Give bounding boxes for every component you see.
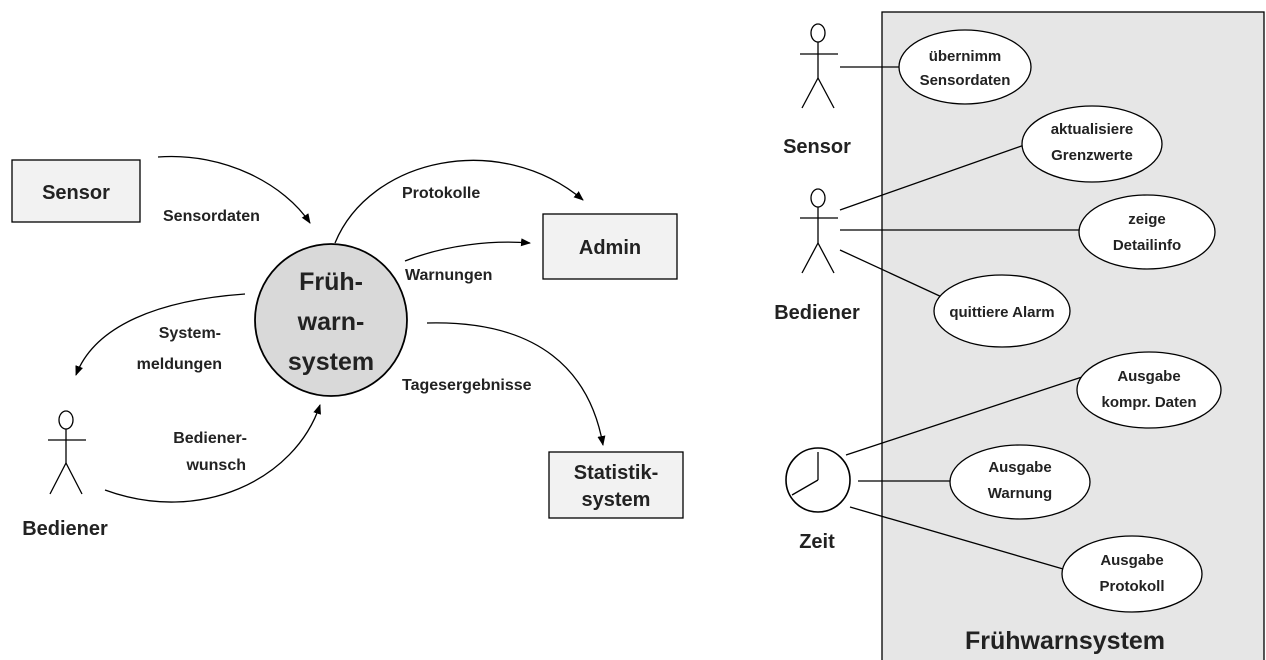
bediener-actor-right: Bediener [774, 188, 860, 324]
bediener-actor-left-label: Bediener [22, 518, 108, 540]
flow-warnungen-arrow [404, 238, 531, 262]
flow-protokolle-label: Protokolle [402, 185, 480, 202]
use-case-ausgabe-warnung: Ausgabe Warnung [949, 444, 1091, 520]
flow-bedienerwunsch-label-1: Bediener- [173, 430, 247, 447]
use-case-quittiere-label: quittiere Alarm [949, 304, 1054, 321]
system-process-label-3: system [288, 348, 374, 376]
use-case-quittiere: quittiere Alarm [933, 274, 1071, 348]
system-process-circle: Früh- warn- system [254, 243, 408, 397]
use-case-uebernimm-label-2: Sensordaten [920, 72, 1011, 89]
admin-entity: Admin [542, 213, 678, 280]
use-case-ausgabe-warnung-label-1: Ausgabe [988, 459, 1051, 476]
flow-tagesergebnisse-arrow [426, 322, 606, 446]
sensor-actor: Sensor [783, 23, 851, 158]
use-case-uebernimm: übernimm Sensordaten [898, 29, 1032, 105]
assoc-bediener-quittiere [839, 249, 945, 299]
admin-entity-label: Admin [579, 237, 641, 259]
use-case-ausgabe-kompr: Ausgabe kompr. Daten [1076, 351, 1222, 429]
use-case-zeige: zeige Detailinfo [1078, 194, 1216, 270]
use-case-aktualisiere-label-1: aktualisiere [1051, 121, 1134, 138]
zeit-actor: Zeit [785, 447, 851, 553]
assoc-zeit-ausgabe-kompr [845, 376, 1083, 456]
use-case-ausgabe-kompr-label-1: Ausgabe [1117, 368, 1180, 385]
use-case-zeige-label-1: zeige [1128, 211, 1166, 228]
use-case-zeige-label-2: Detailinfo [1113, 237, 1181, 254]
flow-systemmeldungen-label-1: System- [159, 325, 221, 342]
flow-systemmeldungen-arrow [75, 293, 246, 376]
sensor-actor-label: Sensor [783, 136, 851, 158]
use-case-aktualisiere-label-2: Grenzwerte [1051, 147, 1133, 164]
use-case-ausgabe-warnung-label-2: Warnung [988, 485, 1052, 502]
use-case-ausgabe-protokoll-label-1: Ausgabe [1100, 552, 1163, 569]
clock-icon [785, 447, 851, 513]
sensor-entity: Sensor [11, 159, 141, 223]
system-boundary-label: Frühwarnsystem [965, 627, 1165, 655]
bediener-actor-right-label: Bediener [774, 302, 860, 324]
statistik-entity-label-2: system [582, 489, 651, 511]
zeit-actor-label: Zeit [799, 531, 835, 553]
use-case-ausgabe-kompr-label-2: kompr. Daten [1101, 394, 1196, 411]
use-case-uebernimm-label-1: übernimm [929, 48, 1002, 65]
system-process-label-2: warn- [297, 308, 365, 336]
use-case-diagram: Frühwarnsystem Sensor Bediener [774, 11, 1265, 660]
flow-bedienerwunsch-label-2: wunsch [185, 457, 246, 474]
flow-sensordaten-arrow [157, 155, 311, 224]
flow-warnungen-label: Warnungen [405, 267, 492, 284]
bediener-actor-left: Bediener [22, 410, 108, 540]
flow-sensordaten-label: Sensordaten [163, 208, 260, 225]
statistik-entity: Statistik- system [548, 451, 684, 519]
context-diagram: Sensor Admin Statistik- system Früh- war… [11, 155, 684, 540]
flow-tagesergebnisse-label: Tagesergebnisse [402, 377, 532, 394]
use-case-aktualisiere: aktualisiere Grenzwerte [1021, 105, 1163, 183]
assoc-bediener-aktualisiere [839, 142, 1031, 211]
flow-systemmeldungen-label-2: meldungen [137, 356, 222, 373]
flow-protokolle-arrow [334, 159, 584, 244]
assoc-zeit-ausgabe-protokoll [849, 506, 1071, 572]
statistik-entity-label-1: Statistik- [574, 462, 658, 484]
use-case-ausgabe-protokoll: Ausgabe Protokoll [1061, 535, 1203, 613]
system-process-label-1: Früh- [299, 268, 363, 296]
use-case-ausgabe-protokoll-label-2: Protokoll [1099, 578, 1164, 595]
sensor-entity-label: Sensor [42, 182, 110, 204]
flow-bedienerwunsch-arrow [104, 404, 321, 503]
